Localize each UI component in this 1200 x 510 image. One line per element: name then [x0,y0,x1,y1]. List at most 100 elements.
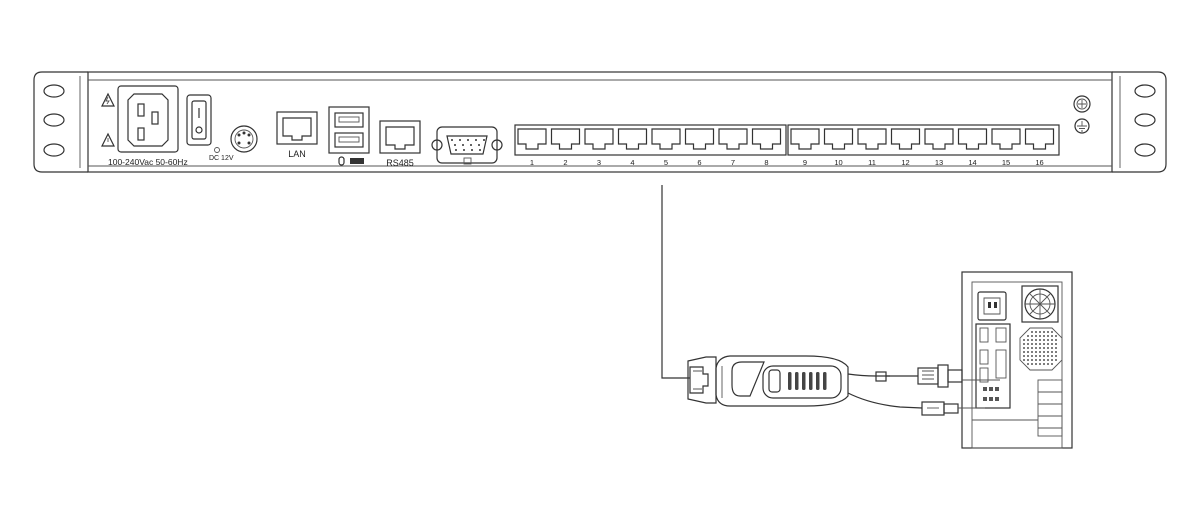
rack-screw-hole [1134,143,1156,157]
polarity-icon [214,147,220,153]
vent-slot [788,372,792,390]
vent-slot [802,372,806,390]
grille-hole [1051,355,1053,357]
grille-hole [1023,339,1025,341]
vent-slot [816,372,820,390]
chassis-rear-panel [87,71,1113,173]
port-number-label: 4 [630,158,634,167]
grille-hole [1043,363,1045,365]
server-port-4 [617,128,648,150]
grille-hole [1039,355,1041,357]
grille-hole [1031,335,1033,337]
grille-hole [1035,331,1037,333]
grille-hole [1043,343,1045,345]
rack-screw-hole [43,113,65,127]
server-port-12 [890,128,921,150]
grille-hole [1023,355,1025,357]
grille-hole [1055,339,1057,341]
grille-hole [1039,347,1041,349]
grille-hole [1035,355,1037,357]
port-number-label: 16 [1035,158,1043,167]
port-number-label: 11 [868,158,876,167]
grille-hole [1027,359,1029,361]
server-port-11 [857,128,887,150]
grille-hole [1039,359,1041,361]
grille-hole [1031,331,1033,333]
grille-hole [1043,335,1045,337]
grille-hole [1027,363,1029,365]
grille-hole [1039,351,1041,353]
warning-triangle-icon [101,92,115,107]
grille-hole [1051,351,1053,353]
port-number-label: 15 [1002,158,1010,167]
grille-outline [1019,327,1063,371]
grille-hole [1035,359,1037,361]
pc-vent-grille [1019,327,1063,371]
cat5-cable [661,185,690,379]
grille-hole [1047,331,1049,333]
port-number-label: 8 [764,158,768,167]
grille-hole [1031,343,1033,345]
pc-expansion-slots [972,379,1063,437]
rj45-adapter-jack [687,356,717,404]
lan-port [276,111,318,145]
grille-hole [1039,339,1041,341]
port-number-label: 6 [697,158,701,167]
grille-hole [1055,343,1057,345]
grille-hole [1027,343,1029,345]
grille-hole [1023,351,1025,353]
server-port-14 [957,128,988,150]
grille-hole [1047,335,1049,337]
mouse-icon [338,156,345,166]
grille-hole [1039,335,1041,337]
port-number-label: 10 [834,158,842,167]
pc-fan [1021,285,1059,323]
rack-screw-hole [43,143,65,157]
server-port-16 [1024,128,1055,150]
rack-screw-hole [43,84,65,98]
grille-hole [1051,331,1053,333]
port-number-label: 7 [731,158,735,167]
server-port-2 [550,128,581,150]
power-switch-icon[interactable] [186,94,212,146]
grille-hole [1031,355,1033,357]
server-port-15 [991,128,1021,150]
port-number-label: 13 [935,158,943,167]
grille-hole [1043,347,1045,349]
computer-tower [961,271,1073,449]
warning-triangle-icon [101,132,115,147]
vga-port [431,126,503,164]
grille-hole [1043,331,1045,333]
grille-hole [1027,347,1029,349]
server-port-5 [651,128,681,150]
grille-hole [1039,343,1041,345]
grille-hole [1043,339,1045,341]
ac-power-inlet [117,85,179,153]
grille-hole [1055,335,1057,337]
grille-hole [1035,347,1037,349]
grille-hole [1055,347,1057,349]
kvm-adapter-dongle [687,355,849,407]
grille-hole [1035,343,1037,345]
grille-hole [1023,343,1025,345]
port-number-label: 5 [664,158,668,167]
grille-hole [1051,339,1053,341]
port-number-label: 2 [563,158,567,167]
grille-hole [1051,359,1053,361]
grille-hole [1047,363,1049,365]
vent-slot [809,372,813,390]
grille-hole [1043,359,1045,361]
rack-screw-hole [1134,84,1156,98]
usb-plug [921,401,959,416]
ground-symbol-icon [1074,118,1090,134]
grille-hole [1027,351,1029,353]
rack-screw-hole [1134,113,1156,127]
grille-hole [1031,359,1033,361]
grille-hole [1047,343,1049,345]
grille-hole [1035,335,1037,337]
grille-hole [1051,347,1053,349]
power-rating-label: 100-240Vac 50-60Hz [108,157,188,167]
grille-hole [1047,355,1049,357]
ground-screw-icon [1073,95,1091,113]
